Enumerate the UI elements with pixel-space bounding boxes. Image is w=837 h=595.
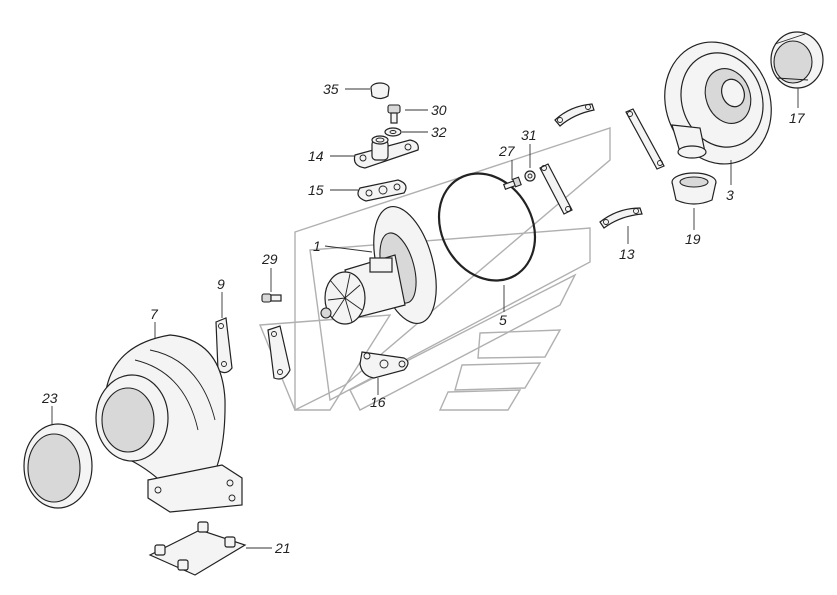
label-21: 21: [274, 540, 291, 556]
label-16: 16: [370, 394, 386, 410]
part-5-o-ring: [437, 172, 537, 282]
label-17: 17: [789, 110, 806, 126]
label-35: 35: [323, 81, 339, 97]
label-32: 32: [431, 124, 447, 140]
part-17-seal-ring: [770, 31, 824, 89]
part-9-bracket: [215, 317, 233, 374]
label-9: 9: [217, 276, 225, 292]
label-14: 14: [308, 148, 324, 164]
label-5: 5: [499, 312, 507, 328]
label-23: 23: [41, 390, 58, 406]
label-15: 15: [308, 182, 324, 198]
part-14-flange-fitting: [353, 135, 419, 169]
label-31: 31: [521, 127, 537, 143]
label-7: 7: [150, 306, 159, 322]
label-19: 19: [685, 231, 701, 247]
part-31-washer: [524, 170, 536, 182]
label-27: 27: [498, 143, 516, 159]
part-32-washer: [384, 127, 402, 137]
leader-lines: [51, 88, 799, 549]
part-1-cartridge: [320, 205, 437, 325]
part-29-plug: [261, 293, 282, 303]
part-23-cover: [23, 423, 93, 509]
label-13: 13: [619, 246, 635, 262]
part-27-screw: [502, 176, 522, 190]
label-29: 29: [261, 251, 278, 267]
turbine-bracket: [267, 325, 291, 380]
part-15-gasket: [357, 179, 407, 202]
label-3: 3: [726, 187, 734, 203]
part-16-gasket-plate: [359, 351, 409, 379]
part-30-bolt: [387, 104, 401, 124]
part-13-clamp: [554, 103, 665, 229]
clamp-plate-upper: [539, 163, 573, 215]
part-7-turbine-housing: [95, 334, 243, 513]
part-3-compressor-housing: [664, 41, 772, 165]
part-19-inlet-cone: [671, 172, 717, 205]
part-35-cap: [370, 82, 390, 100]
label-30: 30: [431, 102, 447, 118]
part-21-flange-plate: [148, 521, 247, 576]
part-labels: 35 30 32 14 15 1 29 27 31 5 9 7 16 23 21…: [41, 81, 806, 556]
label-1: 1: [313, 238, 321, 254]
